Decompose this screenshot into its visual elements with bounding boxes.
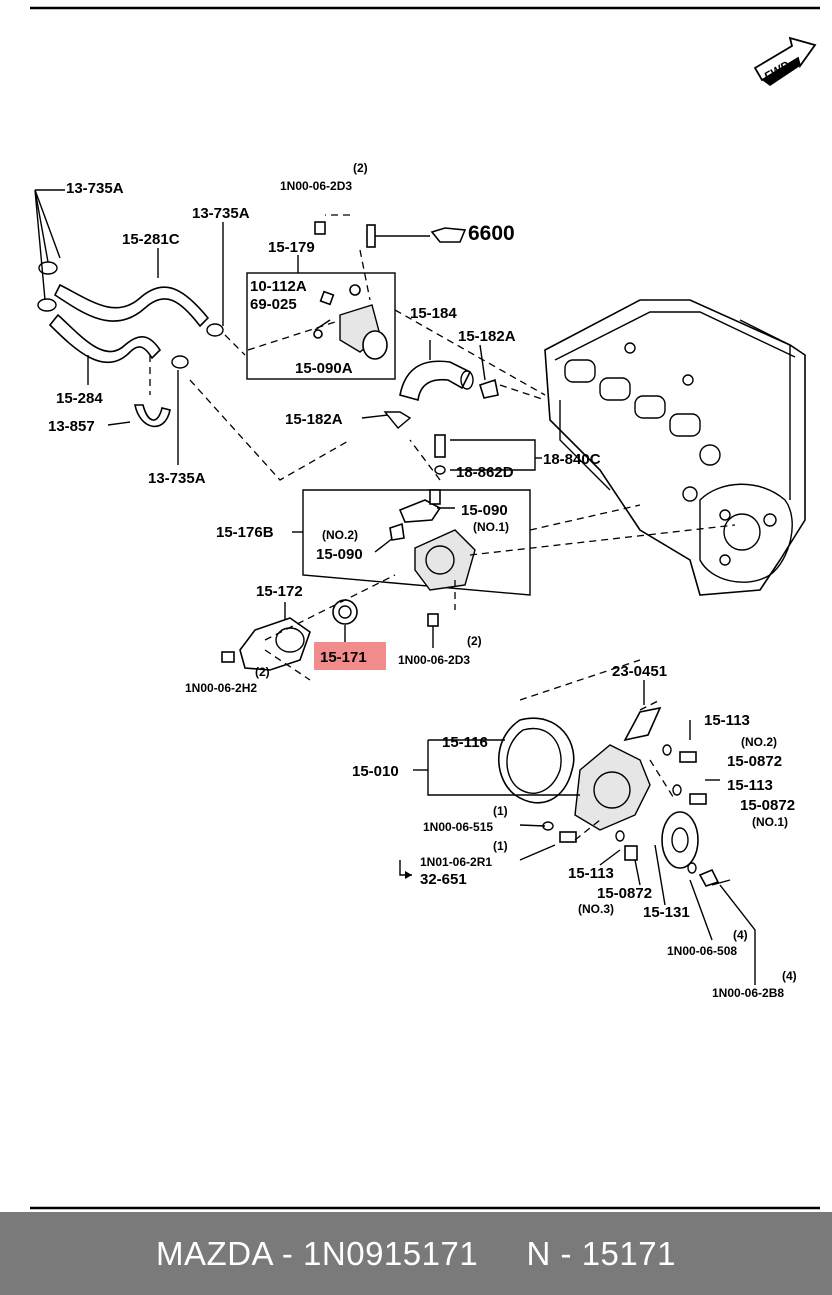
label-qty-1-b: (1) [493, 839, 508, 853]
label-13-735a-2: 13-735A [192, 205, 250, 222]
label-15-113-2: 15-113 [727, 777, 773, 794]
label-no2-b: (NO.2) [741, 735, 777, 749]
leader-lines [34, 189, 351, 481]
label-1n00-06-2h2: 1N00-06-2H2 [185, 681, 257, 695]
parts-diagram: FWD [30, 6, 820, 1210]
label-15-281c: 15-281C [122, 231, 180, 248]
label-1n00-06-515: 1N00-06-515 [423, 820, 493, 834]
label-qty-2-top: (2) [353, 161, 368, 175]
pulley-15-131 [661, 811, 731, 887]
sensor-18-840c [434, 434, 542, 475]
hose-15-281c [53, 283, 210, 328]
label-69-025: 69-025 [250, 296, 297, 313]
footer-bar: MAZDA - 1N0915171 N - 15171 [0, 1212, 832, 1295]
label-1n01-06-2r1: 1N01-06-2R1 [420, 855, 492, 869]
label-13-735a-3: 13-735A [148, 470, 206, 487]
label-15-010: 15-010 [352, 763, 399, 780]
thermostat-15-171 [332, 599, 358, 645]
label-no1-a: (NO.1) [473, 520, 509, 534]
label-no2-a: (NO.2) [322, 528, 358, 542]
label-15-090-no2: 15-090 [316, 546, 363, 563]
label-15-116: 15-116 [442, 734, 488, 751]
label-qty-2-left: (2) [255, 665, 270, 679]
label-23-0451: 23-0451 [612, 663, 667, 680]
hose-clamps [37, 261, 224, 428]
label-no3: (NO.3) [578, 902, 614, 916]
water-pump-15-010 [413, 659, 662, 831]
label-15-172: 15-172 [256, 583, 303, 600]
highlight-15-171 [314, 642, 386, 670]
footer-part-number: MAZDA - 1N0915171 N - 15171 [156, 1234, 676, 1272]
label-18-840c: 18-840C [543, 451, 601, 468]
label-13-857: 13-857 [48, 418, 95, 435]
box-15-176b [292, 439, 736, 610]
label-qty-4-a: (4) [733, 928, 748, 942]
label-15-0872-no1: 15-0872 [740, 797, 795, 814]
temp-sensor [314, 221, 467, 248]
label-qty-1-a: (1) [493, 804, 508, 818]
label-32-651: 32-651 [420, 871, 467, 888]
engine-block-drawing [544, 299, 806, 596]
hose-15-184 [361, 309, 546, 429]
label-13-735a-1: 13-735A [66, 180, 124, 197]
fwd-arrow-icon: FWD [753, 36, 817, 86]
label-15-0872-no3: 15-0872 [597, 885, 652, 902]
hose-15-284 [48, 313, 162, 364]
label-15-184: 15-184 [410, 305, 457, 322]
label-15-113-1: 15-113 [704, 712, 750, 729]
label-15-284: 15-284 [56, 390, 103, 407]
label-1n00-06-2b8: 1N00-06-2B8 [712, 986, 784, 1000]
label-1n00-06-508: 1N00-06-508 [667, 944, 737, 958]
label-15-0872-no2: 15-0872 [727, 753, 782, 770]
label-no1-b: (NO.1) [752, 815, 788, 829]
thermostat-housing-15-172 [221, 574, 396, 681]
label-15-182a-2: 15-182A [285, 411, 343, 428]
label-15-090-no1: 15-090 [461, 502, 508, 519]
bolt-1n00-06-2d3-mid [427, 613, 439, 648]
label-1n00-06-2d3-top: 1N00-06-2D3 [280, 179, 352, 193]
label-15-171: 15-171 [320, 649, 367, 666]
label-15-113-3: 15-113 [568, 865, 614, 882]
label-15-182a-1: 15-182A [458, 328, 516, 345]
label-qty-2-mid: (2) [467, 634, 482, 648]
label-15-176b: 15-176B [216, 524, 274, 541]
label-qty-4-b: (4) [782, 969, 797, 983]
pump-bolts [399, 720, 756, 985]
label-18-862d: 18-862D [456, 464, 514, 481]
label-1n00-06-2d3-mid: 1N00-06-2D3 [398, 653, 470, 667]
label-15-179: 15-179 [268, 239, 315, 256]
label-10-112a: 10-112A [250, 278, 307, 295]
label-6600: 6600 [468, 222, 515, 245]
box-15-179 [246, 214, 396, 380]
label-15-090a: 15-090A [295, 360, 353, 377]
label-15-131: 15-131 [643, 904, 690, 921]
